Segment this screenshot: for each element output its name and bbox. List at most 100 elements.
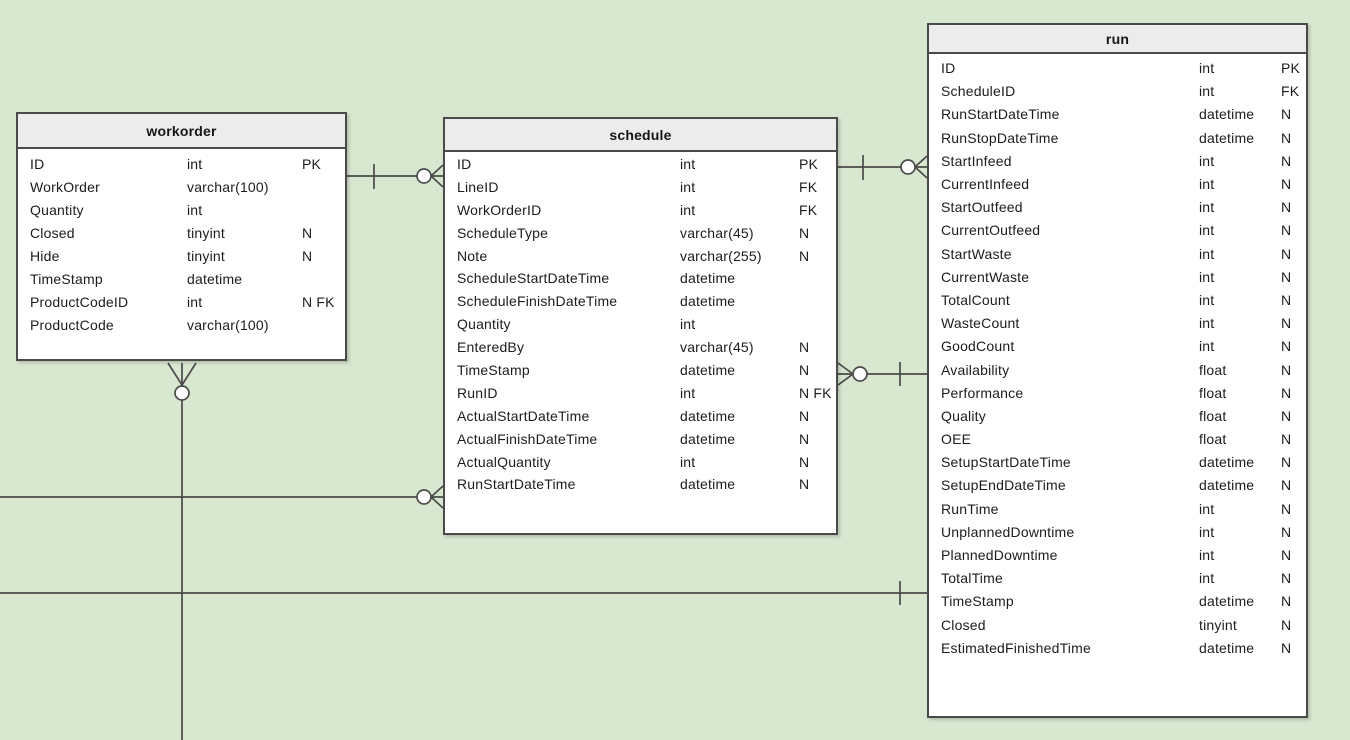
relationship-line [430, 164, 444, 177]
field-name: ScheduleFinishDateTime [457, 293, 618, 310]
field-type: int [1199, 199, 1215, 216]
field-name: TimeStamp [457, 361, 530, 378]
field-name: ActualStartDateTime [457, 407, 590, 424]
field-name: UnplannedDowntime [941, 523, 1075, 540]
field-name: Quantity [30, 202, 84, 218]
relationship-line [430, 485, 444, 498]
field-flags: N [799, 247, 810, 264]
field-type: varchar(255) [680, 247, 762, 264]
field-flags: N [799, 453, 810, 470]
field-flags: FK [799, 178, 818, 195]
field-type: varchar(45) [680, 339, 754, 356]
field-name: ID [30, 156, 45, 172]
field-type: datetime [1199, 593, 1255, 610]
field-name: ScheduleType [457, 224, 549, 241]
field-name: WorkOrderID [457, 201, 542, 218]
field-type: tinyint [1199, 616, 1237, 633]
field-type: datetime [680, 430, 736, 447]
field-flags: N [1281, 547, 1292, 564]
relationship-line [430, 175, 444, 188]
field-flags: N [1281, 129, 1292, 146]
field-type: int [680, 201, 696, 218]
field-type: int [187, 294, 203, 310]
field-name: SetupStartDateTime [941, 454, 1071, 471]
field-type: int [1199, 315, 1215, 332]
field-name: RunStartDateTime [457, 476, 576, 493]
field-name: ActualFinishDateTime [457, 430, 598, 447]
field-type: datetime [1199, 106, 1255, 123]
cardinality-circle [174, 385, 190, 401]
field-type: float [1199, 431, 1227, 448]
field-type: datetime [680, 361, 736, 378]
field-type: int [1199, 523, 1215, 540]
field-type: float [1199, 407, 1227, 424]
field-name: Performance [941, 384, 1024, 401]
field-type: float [1199, 384, 1227, 401]
field-type: int [680, 384, 696, 401]
field-name: Hide [30, 248, 60, 264]
table-title-schedule: schedule [445, 119, 836, 152]
field-flags: N [1281, 477, 1292, 494]
field-type: int [680, 155, 696, 172]
field-flags: N [1281, 500, 1292, 517]
field-flags: N [799, 407, 810, 424]
cardinality-circle [416, 168, 432, 184]
field-name: StartOutfeed [941, 199, 1023, 216]
